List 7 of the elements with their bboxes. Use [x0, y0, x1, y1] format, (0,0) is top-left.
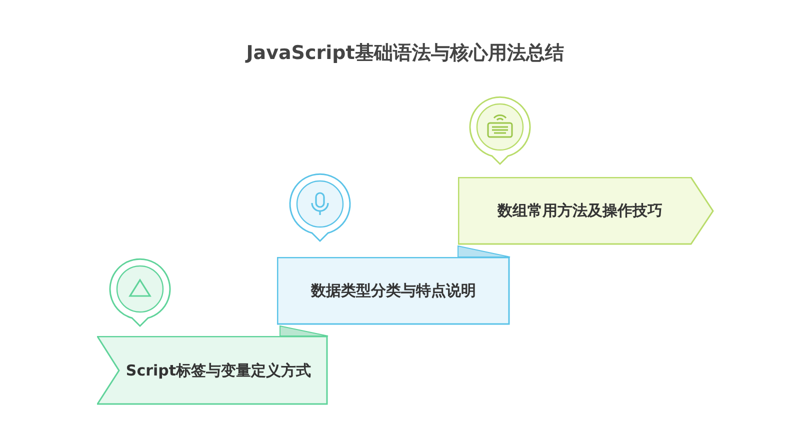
step-label: 数组常用方法及操作技巧 — [498, 202, 662, 220]
ribbon-banner — [458, 177, 714, 245]
ribbon-banner — [97, 336, 328, 405]
ribbon-banner — [277, 257, 510, 325]
step-label: Script标签与变量定义方式 — [126, 361, 312, 380]
diagram-title: JavaScript基础语法与核心用法总结 — [244, 41, 565, 66]
step-label: 数据类型分类与特点说明 — [311, 282, 476, 300]
